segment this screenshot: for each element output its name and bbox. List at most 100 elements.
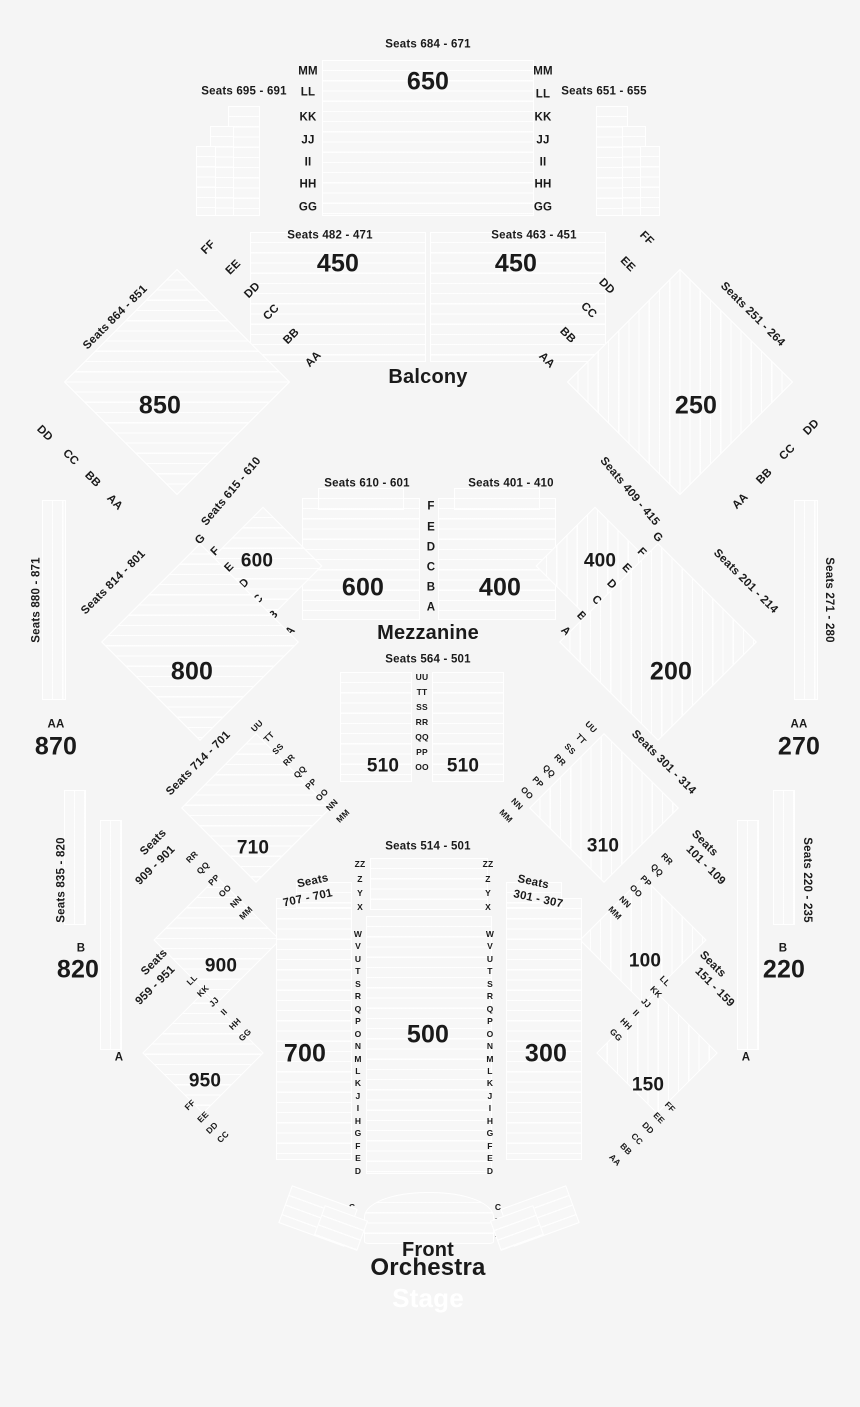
section-label-250: 250	[674, 391, 718, 420]
row-letter: K	[354, 1078, 362, 1089]
row-letter: B	[426, 581, 436, 594]
section-510-right-block[interactable]	[432, 672, 504, 782]
section-651-block-3[interactable]	[640, 146, 660, 216]
seat-range-514-501: Seats 514 - 501	[385, 840, 471, 853]
row-letter: E	[487, 1152, 493, 1163]
row-letter: UU	[415, 671, 429, 682]
section-700-block-step[interactable]	[296, 882, 352, 908]
section-label-950: 950	[188, 1070, 222, 1092]
row-letter: Y	[485, 887, 491, 898]
row-letter: F	[427, 500, 435, 513]
row-letter: W	[485, 928, 495, 939]
section-650-block[interactable]	[322, 60, 534, 216]
stage-label: Stage	[392, 1283, 464, 1313]
section-450-left-block[interactable]	[250, 232, 426, 362]
section-label-500: 500	[406, 1020, 450, 1049]
row-letter: LL	[300, 86, 316, 99]
seat-range-835-820: Seats 835 - 820	[55, 837, 68, 923]
row-letter-820-a: A	[114, 1051, 124, 1064]
row-letter: HH	[534, 178, 552, 191]
row-letter: W	[353, 928, 363, 939]
row-letter: RR	[552, 751, 569, 768]
row-letter: CC	[60, 447, 81, 468]
row-letter: PP	[530, 774, 546, 790]
section-label-710: 710	[236, 837, 270, 859]
row-letter: Z	[357, 873, 363, 884]
row-letter: C	[426, 561, 436, 574]
row-letter: QQ	[540, 762, 558, 780]
section-150-block[interactable]	[596, 992, 718, 1114]
row-letter: N	[486, 1040, 494, 1051]
row-letter: Y	[357, 887, 363, 898]
section-label-200: 200	[649, 657, 693, 686]
row-letter: UU	[583, 718, 600, 735]
row-letter: EE	[617, 254, 638, 275]
section-900-block[interactable]	[153, 876, 281, 1004]
section-700-block[interactable]	[276, 898, 352, 1160]
section-450-right-block[interactable]	[430, 232, 606, 362]
row-letter: E	[427, 521, 435, 534]
row-letter: OO	[415, 761, 429, 772]
row-letter: J	[355, 1090, 361, 1101]
section-300-block-step[interactable]	[506, 882, 562, 908]
section-label-600-side: 600	[240, 550, 274, 572]
row-letter: FF	[637, 229, 656, 248]
row-letter: M	[354, 1053, 362, 1064]
section-835-820-strip[interactable]	[64, 790, 86, 925]
section-label-900: 900	[204, 955, 238, 977]
row-letter: K	[486, 1078, 494, 1089]
row-letter: AA	[104, 492, 125, 513]
row-letter: FF	[199, 238, 218, 257]
row-letter: EE	[223, 257, 244, 278]
row-letter: MM	[533, 65, 553, 78]
section-300-block[interactable]	[506, 898, 582, 1160]
row-letter: L	[355, 1065, 361, 1076]
front-box-right-2[interactable]	[489, 1205, 545, 1251]
row-letter: G	[354, 1127, 362, 1138]
row-letter: ZZ	[354, 858, 366, 869]
section-400-block[interactable]	[438, 498, 556, 620]
section-820-lower-strip[interactable]	[100, 820, 122, 1050]
section-label-800: 800	[170, 657, 214, 686]
section-100-block[interactable]	[579, 876, 707, 1004]
row-letter: R	[354, 991, 362, 1001]
section-500-block[interactable]	[366, 916, 492, 1174]
section-220-lower-strip[interactable]	[737, 820, 759, 1050]
section-271-280-strip[interactable]	[794, 500, 818, 700]
row-letter: MM	[497, 807, 515, 825]
row-letter: DD	[34, 423, 55, 444]
section-600-upper-step[interactable]	[318, 488, 404, 510]
section-695-block-3[interactable]	[196, 146, 216, 216]
row-letter: U	[486, 953, 494, 964]
section-label-870: 870	[34, 732, 78, 761]
row-letter: FF	[662, 1099, 678, 1115]
section-500-upper-block[interactable]	[370, 858, 488, 910]
row-letter: V	[487, 941, 493, 952]
tier-label-front: Front	[401, 1239, 455, 1261]
section-510-left-block[interactable]	[340, 672, 412, 782]
row-letter: G	[486, 1127, 494, 1138]
seat-range-401-410: Seats 401 - 410	[468, 477, 554, 490]
section-label-600: 600	[341, 573, 385, 602]
section-220-235-strip[interactable]	[773, 790, 795, 925]
section-500-front-block[interactable]	[364, 1192, 494, 1244]
row-letter: JJ	[536, 134, 550, 147]
section-880-871-strip[interactable]	[42, 500, 66, 700]
row-letter: ZZ	[482, 858, 494, 869]
row-letter: F	[487, 1140, 493, 1151]
front-box-left-2[interactable]	[313, 1205, 369, 1251]
section-400-upper-step[interactable]	[454, 488, 540, 510]
row-letter: QQ	[194, 859, 212, 877]
section-950-block[interactable]	[142, 992, 264, 1114]
section-label-510-left: 510	[366, 755, 400, 777]
section-600-block[interactable]	[302, 498, 420, 620]
row-letter: UU	[248, 717, 265, 734]
row-letter: GG	[533, 201, 553, 214]
row-letter: EE	[651, 1110, 667, 1126]
row-letter: GG	[298, 201, 318, 214]
row-letter: NN	[509, 795, 526, 812]
section-label-400: 400	[478, 573, 522, 602]
row-letter: X	[357, 901, 363, 912]
row-letter: U	[354, 953, 362, 964]
row-letter: R	[486, 991, 494, 1001]
